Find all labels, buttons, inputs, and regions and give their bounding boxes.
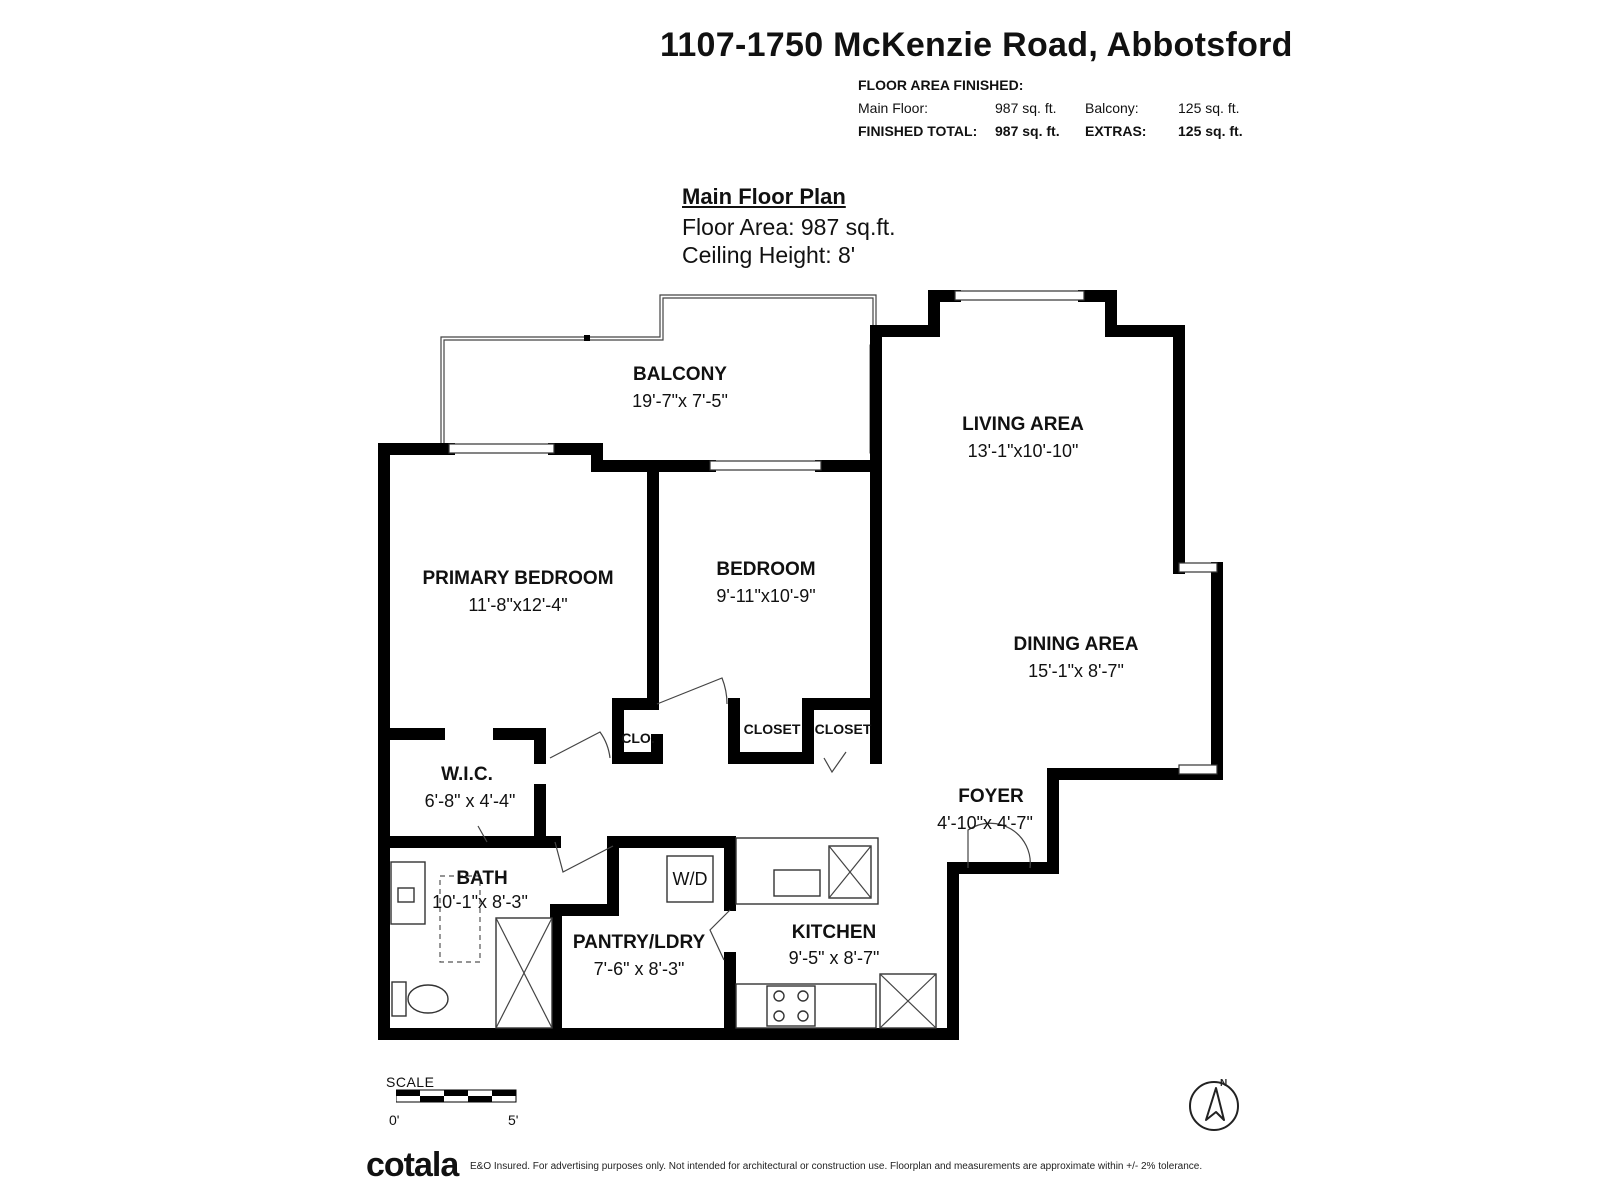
stove (766, 985, 816, 1027)
dining-name: DINING AREA (1014, 634, 1139, 655)
bath-name: BATH (456, 868, 507, 889)
scale-label: SCALE (386, 1074, 435, 1090)
balcony-name: BALCONY (633, 364, 727, 385)
plan-ceiling-height: Ceiling Height: 8' (682, 242, 856, 268)
fixtures (390, 837, 937, 1029)
scale-graphic (396, 1089, 517, 1103)
plan-heading: Main Floor Plan Floor Area: 987 sq.ft. C… (682, 184, 896, 270)
plan-floor-area: Floor Area: 987 sq.ft. (682, 214, 896, 240)
pantry-name: PANTRY/LDRY (573, 932, 706, 953)
foyer-name: FOYER (958, 786, 1024, 807)
compass: N (1186, 1072, 1246, 1139)
scale-end: 5' (508, 1112, 519, 1128)
primary-bedroom-dims: 11'-8"x12'-4" (468, 595, 567, 615)
washer-dryer (666, 855, 714, 903)
clo-label: CLO. (621, 730, 654, 746)
window-living-top (954, 290, 1085, 301)
finished-total-value: 987 sq. ft. (995, 123, 1060, 139)
bedroom-dims: 9'-11"x10'-9" (716, 586, 815, 606)
pantry-dims: 7'-6" x 8'-3" (594, 959, 685, 979)
bath-dims: 10'-1"x 8'-3" (432, 892, 528, 912)
footer: cotala E&O Insured. For advertising purp… (366, 1146, 1366, 1186)
disclaimer: E&O Insured. For advertising purposes on… (470, 1161, 1203, 1172)
main-floor-value: 987 sq. ft. (995, 100, 1057, 116)
area-row-main: Main Floor: 987 sq. ft. Balcony: 125 sq.… (858, 97, 1258, 120)
kitchen-dims: 9'-5" x 8'-7" (789, 948, 880, 968)
living-name: LIVING AREA (962, 414, 1084, 435)
kitchen-sink (773, 869, 821, 897)
bath-mat (439, 875, 481, 963)
wic-name: W.I.C. (441, 764, 493, 785)
washer-dryer-label: W/D (673, 869, 708, 889)
extras-value: 125 sq. ft. (1178, 123, 1243, 139)
window-dining-side (1178, 562, 1218, 573)
compass-north-label: N (1220, 1078, 1227, 1089)
page-title: 1107-1750 McKenzie Road, Abbotsford (660, 26, 1293, 64)
bedroom-name: BEDROOM (716, 559, 815, 580)
room-labels: BALCONY 19'-7"x 7'-5" LIVING AREA 13'-1"… (422, 364, 1138, 979)
closet-2-label: CLOSET (815, 721, 872, 737)
doors (477, 677, 1031, 961)
main-floor-label: Main Floor: (858, 100, 929, 116)
kitchen-name: KITCHEN (792, 922, 876, 943)
windows (448, 290, 1218, 775)
plan-title: Main Floor Plan (682, 184, 846, 209)
floor-area-summary: FLOOR AREA FINISHED: Main Floor: 987 sq.… (858, 74, 1258, 143)
floor-area-heading: FLOOR AREA FINISHED: (858, 77, 1024, 93)
window-bedroom (709, 460, 822, 471)
closet-1-label: CLOSET (744, 721, 801, 737)
balcony-label: Balcony: (1085, 100, 1139, 116)
foyer-dims: 4'-10"x 4'-7" (937, 813, 1033, 833)
area-row-total: FINISHED TOTAL: 987 sq. ft. EXTRAS: 125 … (858, 120, 1258, 143)
north-arrow-icon (1205, 1087, 1225, 1121)
scale-start: 0' (389, 1112, 400, 1128)
extras-label: EXTRAS: (1085, 123, 1147, 139)
brand-logo: cotala (366, 1146, 459, 1184)
dining-dims: 15'-1"x 8'-7" (1028, 661, 1124, 681)
window-primary-bedroom (448, 443, 555, 454)
toilet (391, 981, 407, 1017)
window-dining-side-low (1178, 764, 1218, 775)
primary-bedroom-name: PRIMARY BEDROOM (422, 568, 613, 589)
walls (378, 290, 1223, 1040)
living-dims: 13'-1"x10'-10" (968, 441, 1079, 461)
balcony-dims: 19'-7"x 7'-5" (632, 391, 728, 411)
balcony-value: 125 sq. ft. (1178, 100, 1240, 116)
finished-total-label: FINISHED TOTAL: (858, 123, 978, 139)
wic-dims: 6'-8" x 4'-4" (425, 791, 516, 811)
